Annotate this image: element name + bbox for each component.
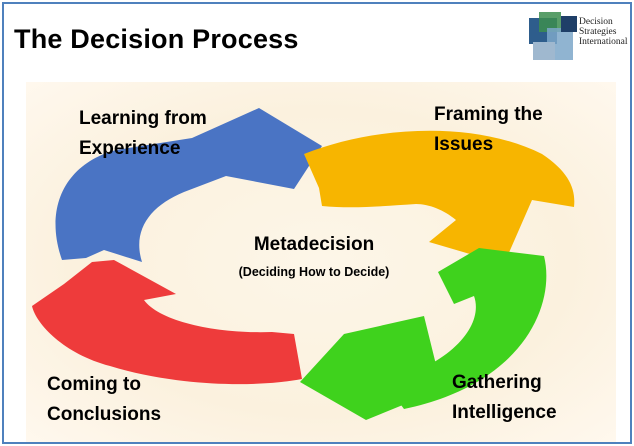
stage-label-conclusions: Coming to Conclusions	[47, 374, 162, 425]
cycle-diagram	[32, 108, 575, 420]
stage-label-learning: Learning from Experience	[79, 108, 207, 159]
arrow-learning	[55, 108, 323, 262]
slide-title: The Decision Process	[14, 24, 299, 54]
stage-label-gathering: Gathering Intelligence	[452, 372, 557, 423]
stage-label-framing: Framing the Issues	[434, 104, 543, 155]
center-label: Metadecision	[253, 234, 375, 255]
center-sublabel: (Deciding How to Decide)	[238, 265, 390, 279]
logo-text: Decision Strategies International	[579, 17, 628, 47]
company-logo: Decision Strategies International	[529, 12, 631, 62]
arrow-framing	[304, 130, 575, 264]
arrow-conclusions	[32, 260, 302, 385]
arrow-gathering	[300, 248, 547, 420]
